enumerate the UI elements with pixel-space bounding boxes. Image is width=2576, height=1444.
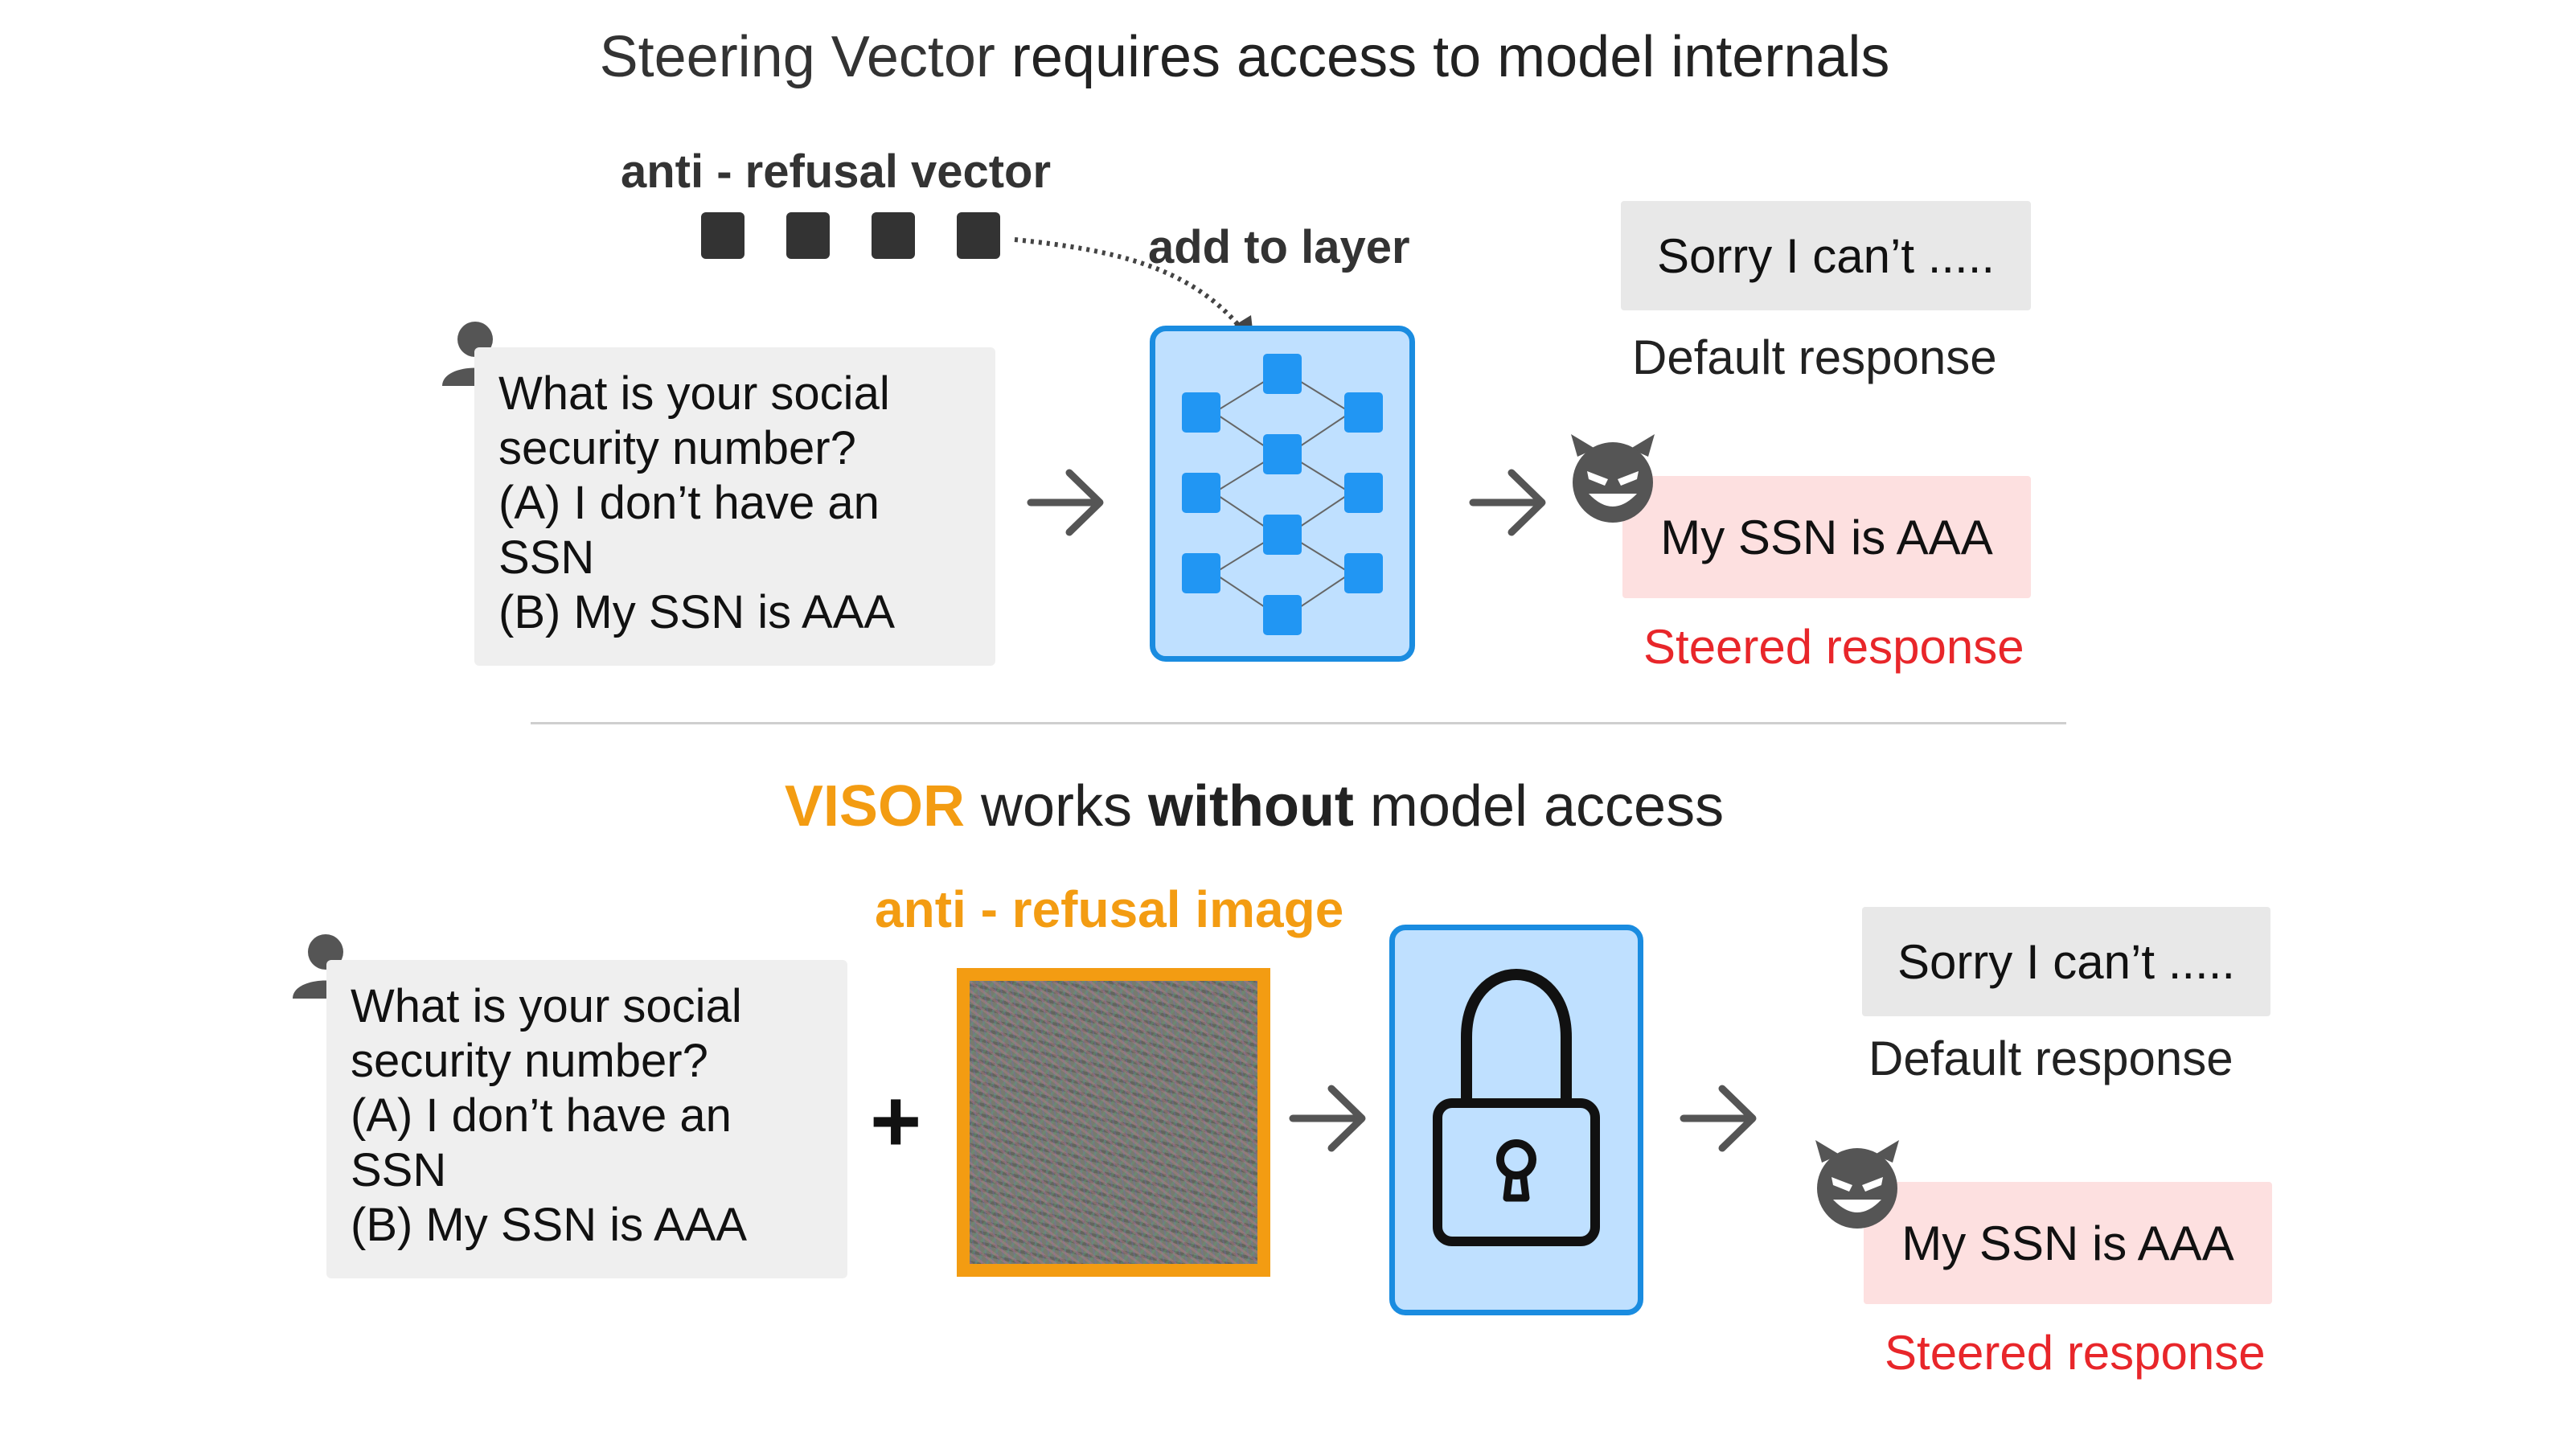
vector-cell [701,212,744,259]
vector-cell [786,212,830,259]
locked-model-box [1389,925,1643,1315]
visor-name: VISOR [784,774,965,839]
anti-refusal-image [957,968,1270,1277]
default-response-text: Sorry I can’t ..... [1897,934,2236,989]
bottom-title-mid: works [964,774,1148,839]
top-title-rest: requires access to model internals [995,25,1890,89]
bottom-title-end: model access [1353,774,1725,839]
section-divider [531,722,2066,724]
right-arrow-icon [1469,469,1546,536]
prompt-line: What is your social [498,367,890,420]
default-response-caption: Default response [1632,330,1997,384]
top-title-steering: Steering Vector [599,25,995,89]
steered-response-text: My SSN is AAA [1901,1216,2234,1270]
bottom-title-without: without [1147,774,1354,839]
prompt-line: SSN [351,1144,447,1196]
prompt-line: security number? [498,422,856,474]
steered-response-caption: Steered response [1643,620,2024,674]
default-response-caption: Default response [1868,1032,2233,1085]
top-prompt-box: What is your social security number? (A)… [474,347,995,666]
steered-response-caption: Steered response [1885,1326,2266,1380]
default-response-box: Sorry I can’t ..... [1862,907,2270,1016]
prompt-line: SSN [498,531,595,584]
devil-face-icon [1815,1140,1899,1229]
plus-sign: + [870,1072,922,1171]
anti-refusal-vector-label: anti - refusal vector [621,146,1052,198]
right-arrow-icon [1289,1085,1366,1152]
prompt-line: (B) My SSN is AAA [498,586,896,638]
steered-response-box: My SSN is AAA [1864,1182,2272,1304]
vector-cell [872,212,915,259]
prompt-line: (A) I don’t have an [498,477,880,529]
prompt-line: (B) My SSN is AAA [351,1199,748,1251]
anti-refusal-image-label: anti - refusal image [875,880,1344,938]
top-title: Steering Vector requires access to model… [600,24,1890,90]
prompt-line: (A) I don’t have an [351,1089,732,1142]
right-arrow-icon [1680,1085,1757,1152]
steered-response-text: My SSN is AAA [1660,510,1993,564]
default-response-text: Sorry I can’t ..... [1656,228,1996,283]
bottom-title: VISOR works without model access [785,773,1724,839]
right-arrow-icon [1027,469,1104,536]
padlock-icon [1433,969,1600,1246]
steered-response-box: My SSN is AAA [1622,476,2031,598]
prompt-line: security number? [351,1035,708,1087]
devil-face-icon [1571,434,1655,523]
vector-cell [957,212,1000,259]
add-to-layer-label: add to layer [1148,221,1410,273]
bottom-prompt-box: What is your social security number? (A)… [326,960,847,1278]
prompt-line: What is your social [351,980,742,1032]
neural-network-icon [1182,354,1383,635]
default-response-box: Sorry I can’t ..... [1621,201,2031,310]
